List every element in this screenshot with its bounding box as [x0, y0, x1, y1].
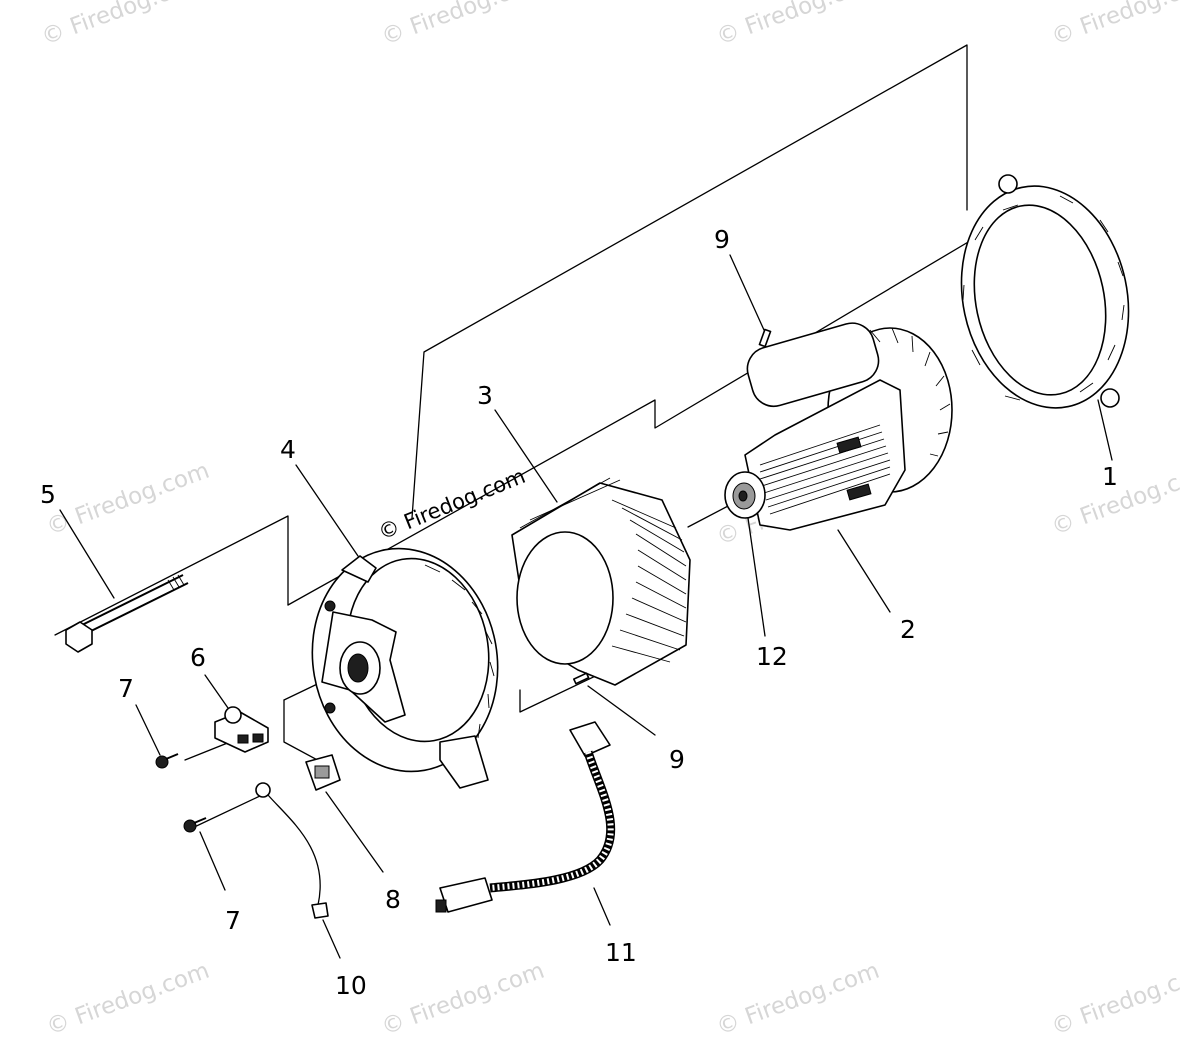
callout-12: 12: [756, 642, 788, 671]
callout-9-lower: 9: [669, 745, 685, 774]
part-screw-upper: [155, 753, 179, 769]
callout-labels: 1 2 3 4 5 6 7 7 8 9 9 10 11 12: [40, 225, 1118, 1000]
watermark-faint: © Firedog.com: [43, 958, 213, 1041]
part-bracket: [305, 754, 341, 791]
part-ground-wire: [255, 782, 329, 919]
watermark-faint: © Firedog.com: [1048, 958, 1180, 1041]
watermark-faint: © Firedog.com: [378, 958, 548, 1041]
callout-11: 11: [605, 938, 637, 967]
callout-1: 1: [1102, 462, 1118, 491]
callout-5: 5: [40, 480, 56, 509]
part-pin-lower: [573, 672, 590, 685]
part-through-bolt: [65, 574, 189, 653]
watermark-faint: © Firedog.com: [1048, 0, 1180, 51]
watermark-main: © Firedog.com: [375, 464, 529, 545]
part-pin-upper: [758, 328, 772, 348]
part-brush-holder: [214, 706, 269, 753]
callout-7-lower: 7: [225, 906, 241, 935]
part-rotor: [724, 322, 953, 531]
part-rear-housing: [960, 174, 1130, 409]
callout-4: 4: [280, 435, 296, 464]
bolt-axis-line: [54, 515, 289, 636]
watermark-faint: © Firedog.com: [378, 0, 548, 51]
part-front-housing: [311, 547, 499, 789]
watermark-faint: © Firedog.com: [38, 0, 208, 51]
part-stator: [511, 477, 691, 686]
callout-7-upper: 7: [118, 674, 134, 703]
callout-10: 10: [335, 971, 367, 1000]
part-wire-harness: [435, 721, 616, 913]
watermark-faint: © Firedog.com: [43, 458, 213, 541]
callout-2: 2: [900, 615, 916, 644]
callout-6: 6: [190, 643, 206, 672]
part-screw-lower: [183, 817, 207, 833]
leader-lines: [59, 254, 1113, 959]
watermark-faint: © Firedog.com: [713, 0, 883, 51]
watermark-faint: © Firedog.com: [713, 958, 883, 1041]
callout-8: 8: [385, 885, 401, 914]
callout-3: 3: [477, 381, 493, 410]
callout-9-upper: 9: [714, 225, 730, 254]
